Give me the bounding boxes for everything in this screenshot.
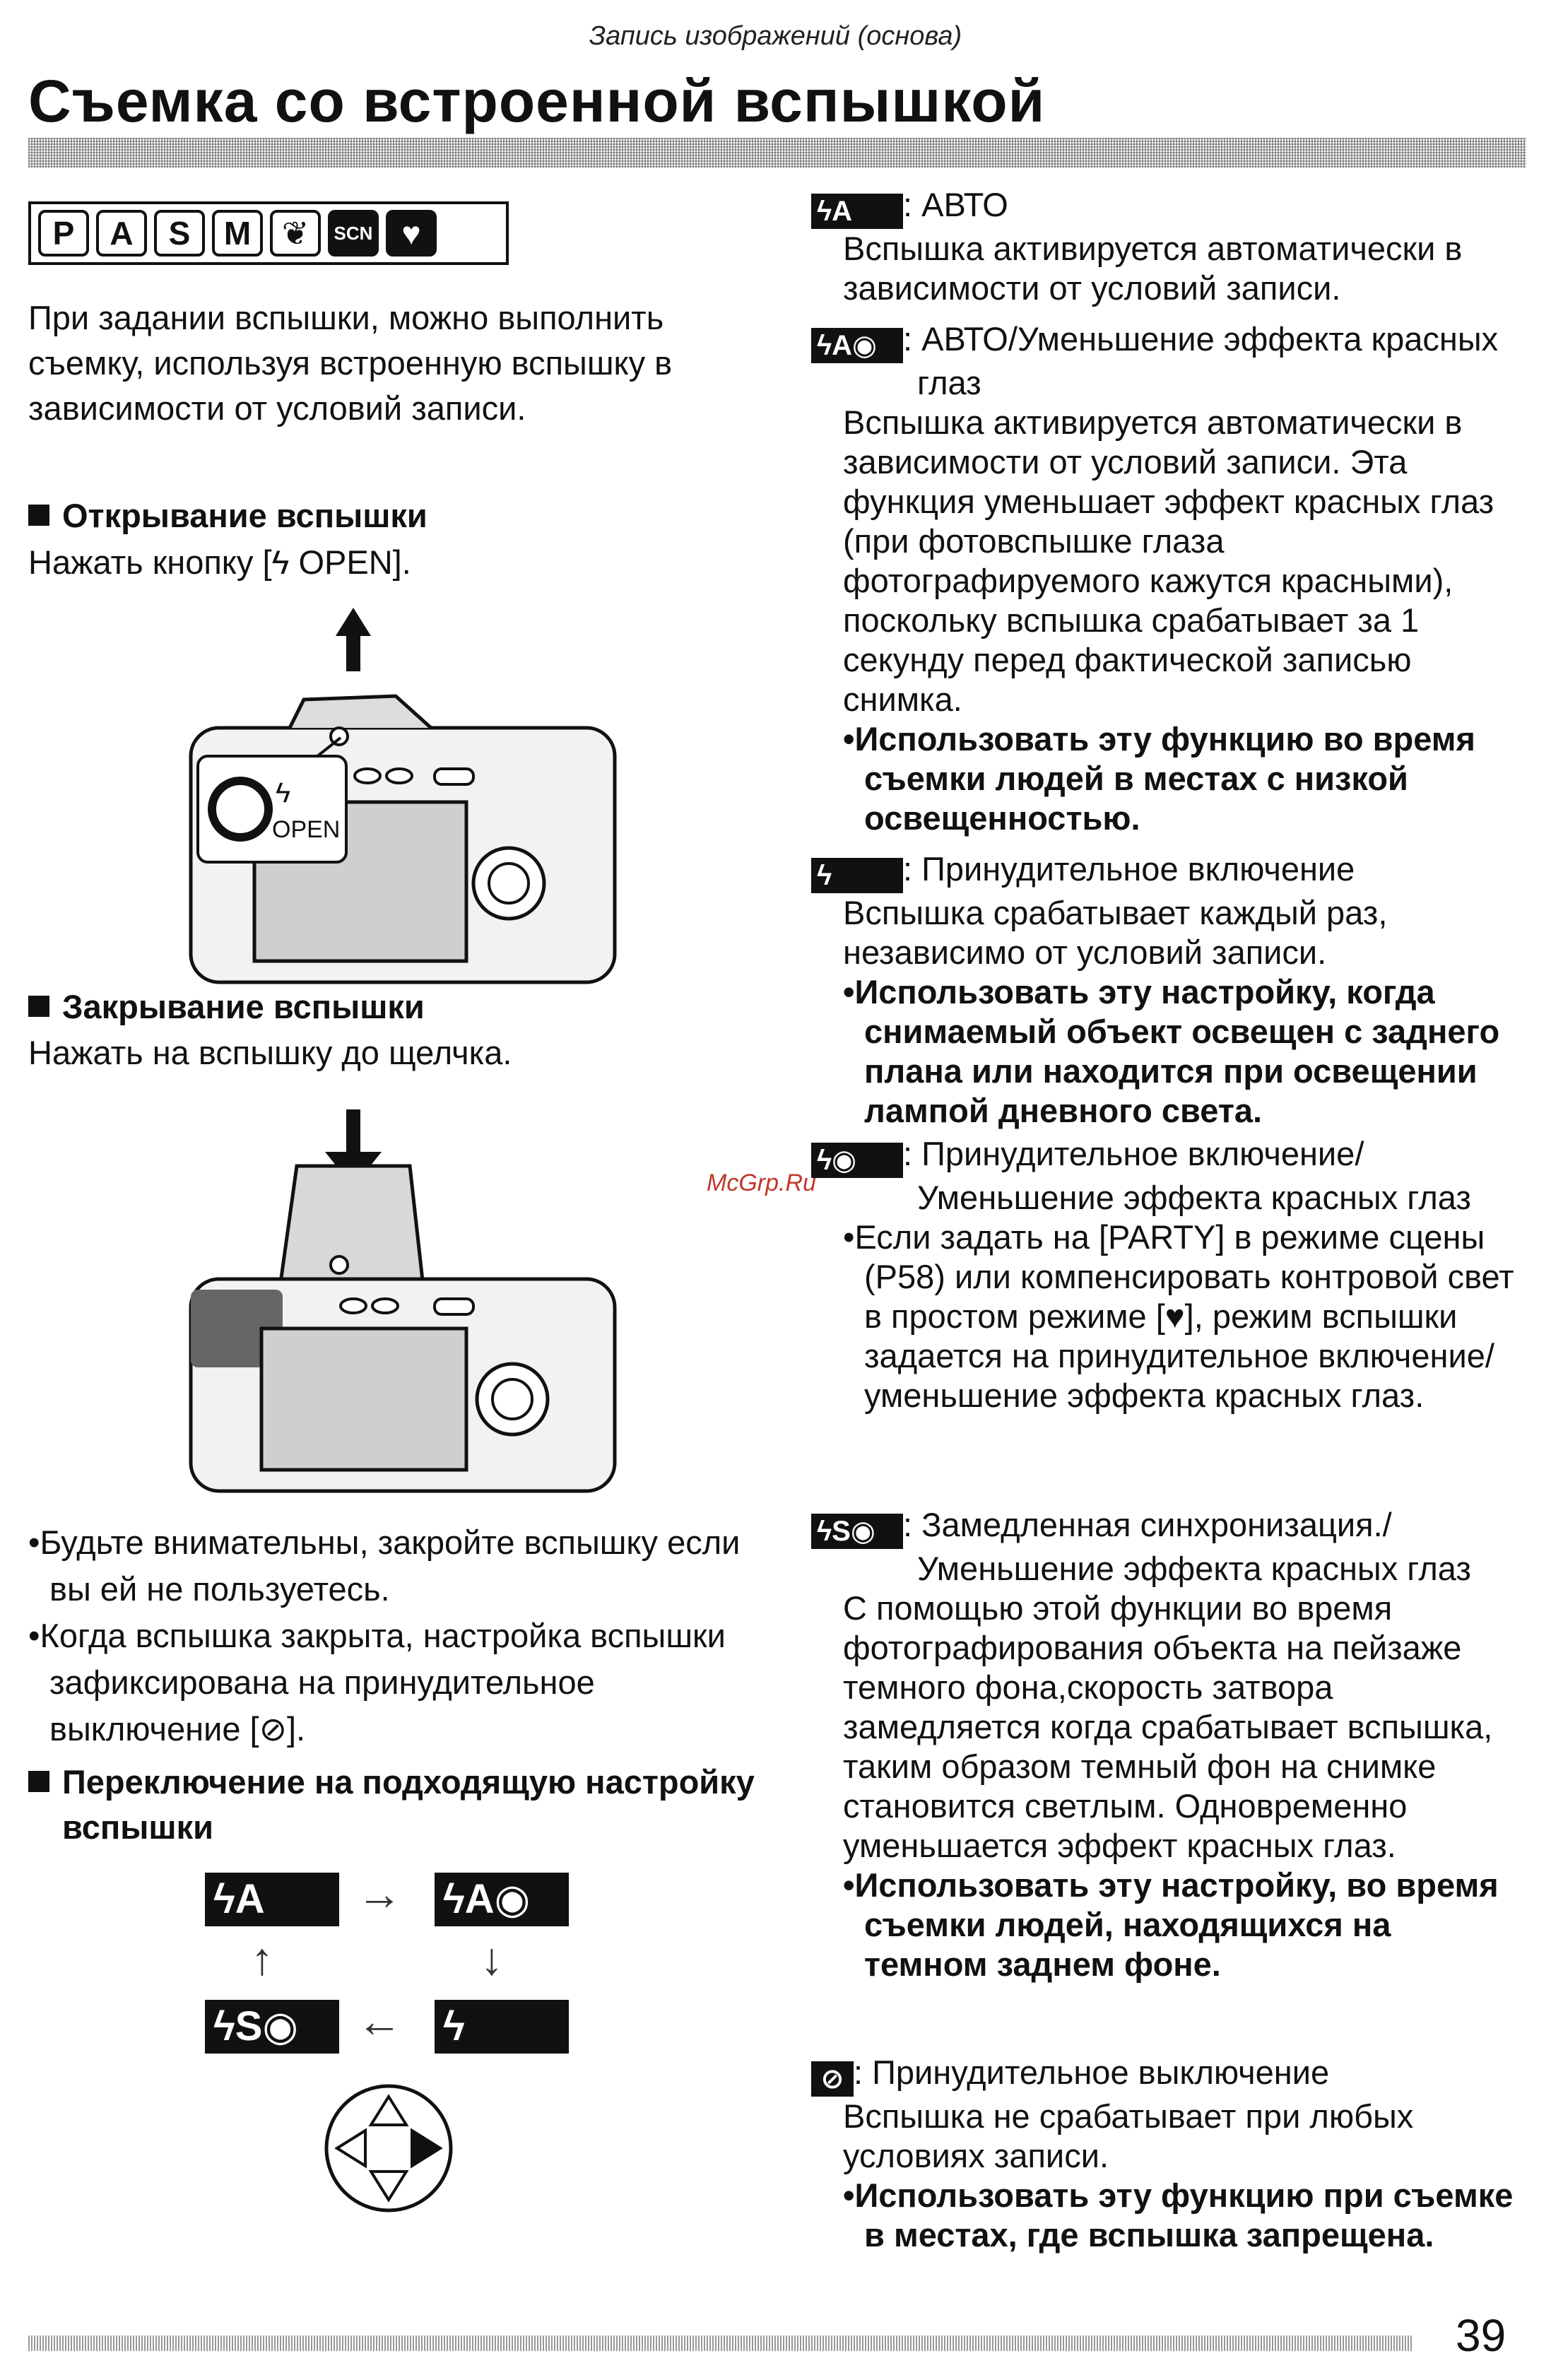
close-heading-text: Закрывание вспышки xyxy=(62,988,425,1025)
flash-auto-icon: ϟA xyxy=(811,194,903,229)
mode-auto-redeye: ϟA◉: АВТО/Уменьшение эффекта красных гла… xyxy=(811,319,1518,838)
mode-forced-redeye: ϟ◉: Принудительное включение/ Уменьшение… xyxy=(811,1134,1518,1415)
mode-slow-sync-tip: •Использовать эту настройку, во время съ… xyxy=(843,1866,1499,1983)
close-heading: Закрывание вспышки xyxy=(28,986,425,1028)
open-heading: Открывание вспышки xyxy=(28,495,427,537)
mode-slow-sync: ϟS◉: Замедленная синхронизация./ Уменьше… xyxy=(811,1505,1518,1984)
arrow-up-icon: ↑ xyxy=(251,1933,273,1984)
mode-p-icon: P xyxy=(38,210,89,257)
mode-forced-off-tip: •Использовать эту функцию при съемке в м… xyxy=(843,2176,1514,2254)
bullet-close-reminder: •Будьте внимательны, закройте вспышку ес… xyxy=(28,1524,741,1608)
open-text: Нажать кнопку [ϟ OPEN]. xyxy=(28,543,411,581)
mode-auto-title: : АВТО xyxy=(903,186,1008,223)
arrow-left-icon: ← xyxy=(357,1996,402,2046)
page-number: 39 xyxy=(1456,2310,1506,2361)
switch-heading: Переключение на подходящую настройку всп… xyxy=(28,1760,755,1850)
heart-icon: ♥ xyxy=(386,210,437,257)
macro-icon: ❦ xyxy=(270,210,321,257)
mode-forced-redeye-title: : Принудительное включение/ Уменьшение э… xyxy=(903,1135,1471,1216)
mode-m-icon: M xyxy=(212,210,263,257)
section-header: Запись изображений (основа) xyxy=(589,21,962,51)
camera-open-label: OPEN xyxy=(272,816,340,843)
switch-heading-text: Переключение на подходящую настройку всп… xyxy=(62,1763,755,1846)
camera-close-illustration xyxy=(189,1109,617,1493)
cycle-auto-eye-badge: ϟA◉ xyxy=(435,1873,569,1926)
intro-text: При задании вспышки, можно выполнить съе… xyxy=(28,299,673,427)
mode-icons: P A S M ❦ SCN ♥ xyxy=(28,201,509,265)
arrow-right-icon: → xyxy=(357,1868,402,1919)
watermark: McGrp.Ru xyxy=(707,1170,816,1196)
page-title: Съемка со встроенной вспышкой xyxy=(28,68,1046,134)
mode-forced-on-title: : Принудительное включение xyxy=(903,850,1355,888)
scene-icon: SCN xyxy=(328,210,379,257)
camera-bolt-label: ϟ xyxy=(276,777,290,808)
close-text: Нажать на вспышку до щелчка. xyxy=(28,1034,512,1071)
mode-forced-off-desc: Вспышка не срабатывает при любых условия… xyxy=(843,2097,1414,2174)
mode-auto: ϟA: АВТО Вспышка активируется автоматиче… xyxy=(811,185,1518,308)
mode-auto-redeye-title: : АВТО/Уменьшение эффекта красных глаз xyxy=(903,320,1499,401)
footer-rule xyxy=(28,2335,1413,2351)
mode-forced-off-title: : Принудительное выключение xyxy=(854,2054,1330,2091)
mode-forced-on-desc: Вспышка срабатывает каждый раз, независи… xyxy=(843,894,1388,971)
title-rule xyxy=(28,138,1526,167)
dpad-right-icon xyxy=(324,2084,453,2213)
mode-auto-redeye-tip: •Использовать эту функцию во время съемк… xyxy=(843,720,1475,837)
mode-forced-on: ϟ: Принудительное включение Вспышка сраб… xyxy=(811,849,1518,1131)
mode-slow-sync-desc: С помощью этой функции во время фотограф… xyxy=(843,1589,1493,1864)
flash-auto-redeye-icon: ϟA◉ xyxy=(811,328,903,363)
cycle-force-badge: ϟ xyxy=(435,2000,569,2054)
camera-open-illustration: ϟ OPEN xyxy=(189,608,617,984)
flash-off-icon: ⊘ xyxy=(811,2061,854,2097)
mode-a-icon: A xyxy=(96,210,147,257)
mode-auto-redeye-desc: Вспышка активируется автоматически в зав… xyxy=(843,403,1494,718)
flash-forced-redeye-icon: ϟ◉ xyxy=(811,1143,903,1178)
open-heading-text: Открывание вспышки xyxy=(62,497,427,534)
mode-forced-on-tip: •Использовать эту настройку, когда снима… xyxy=(843,973,1500,1129)
mode-forced-redeye-desc: •Если задать на [PARTY] в режиме сцены (… xyxy=(843,1218,1514,1414)
mode-slow-sync-title: : Замедленная синхронизация./ Уменьшение… xyxy=(903,1506,1471,1587)
flash-slow-sync-icon: ϟS◉ xyxy=(811,1514,903,1549)
cycle-slow-eye-badge: ϟS◉ xyxy=(205,2000,339,2054)
mode-forced-off: ⊘: Принудительное выключение Вспышка не … xyxy=(811,2053,1518,2255)
bullet-flash-locked: •Когда вспышка закрыта, настройка вспышк… xyxy=(28,1617,726,1748)
cycle-auto-badge: ϟA xyxy=(205,1873,339,1926)
arrow-down-icon: ↓ xyxy=(480,1933,503,1984)
mode-auto-desc: Вспышка активируется автоматически в зав… xyxy=(843,230,1463,307)
flash-forced-on-icon: ϟ xyxy=(811,858,903,893)
mode-s-icon: S xyxy=(154,210,205,257)
